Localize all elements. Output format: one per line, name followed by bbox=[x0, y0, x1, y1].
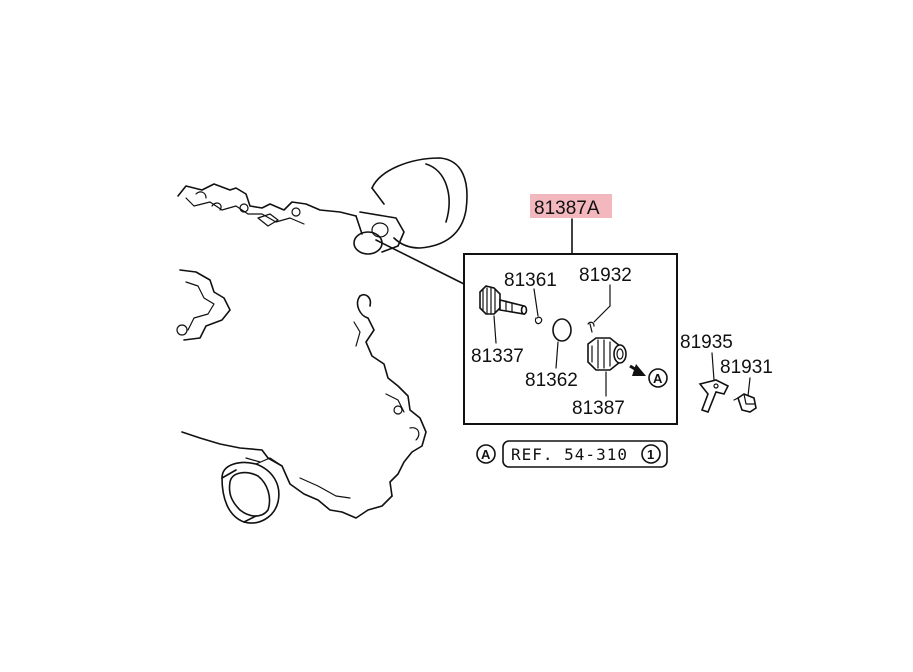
marker-a-label: A bbox=[653, 371, 663, 386]
assembly-label-highlight bbox=[530, 194, 612, 218]
ref-sheet-circle bbox=[641, 444, 661, 464]
ref-text: REF. 54-310 bbox=[511, 445, 628, 464]
assembly-callout: 81387A bbox=[530, 194, 612, 255]
ref-marker-circle bbox=[476, 444, 496, 464]
marker-a-circle bbox=[648, 368, 668, 388]
label-81932: 81932 bbox=[579, 265, 632, 286]
direction-arrow-icon bbox=[629, 364, 646, 376]
ref-marker-label: A bbox=[481, 447, 491, 462]
pin-part bbox=[587, 321, 595, 333]
bracket-part bbox=[698, 379, 730, 413]
label-81361: 81361 bbox=[504, 270, 557, 291]
label-81337: 81337 bbox=[471, 346, 524, 367]
reference-note: A REF. 54-310 1 bbox=[476, 440, 668, 468]
ref-box bbox=[502, 440, 668, 468]
o-ring-part bbox=[552, 318, 572, 342]
label-81362: 81362 bbox=[525, 370, 578, 391]
label-81931: 81931 bbox=[720, 357, 773, 378]
leader-to-box bbox=[375, 239, 465, 285]
assembly-label: 81387A bbox=[534, 198, 600, 219]
ref-sheet-label: 1 bbox=[647, 447, 654, 462]
output-flange-drawing bbox=[221, 457, 283, 524]
clip-part bbox=[534, 316, 543, 325]
detail-box bbox=[463, 253, 678, 425]
bolt-part bbox=[733, 393, 757, 413]
label-81387: 81387 bbox=[572, 398, 625, 419]
speedometer-gear-part bbox=[479, 285, 528, 315]
label-81935: 81935 bbox=[680, 332, 733, 353]
transmission-housing-drawing bbox=[176, 157, 468, 524]
gear-sleeve-part bbox=[587, 337, 627, 371]
